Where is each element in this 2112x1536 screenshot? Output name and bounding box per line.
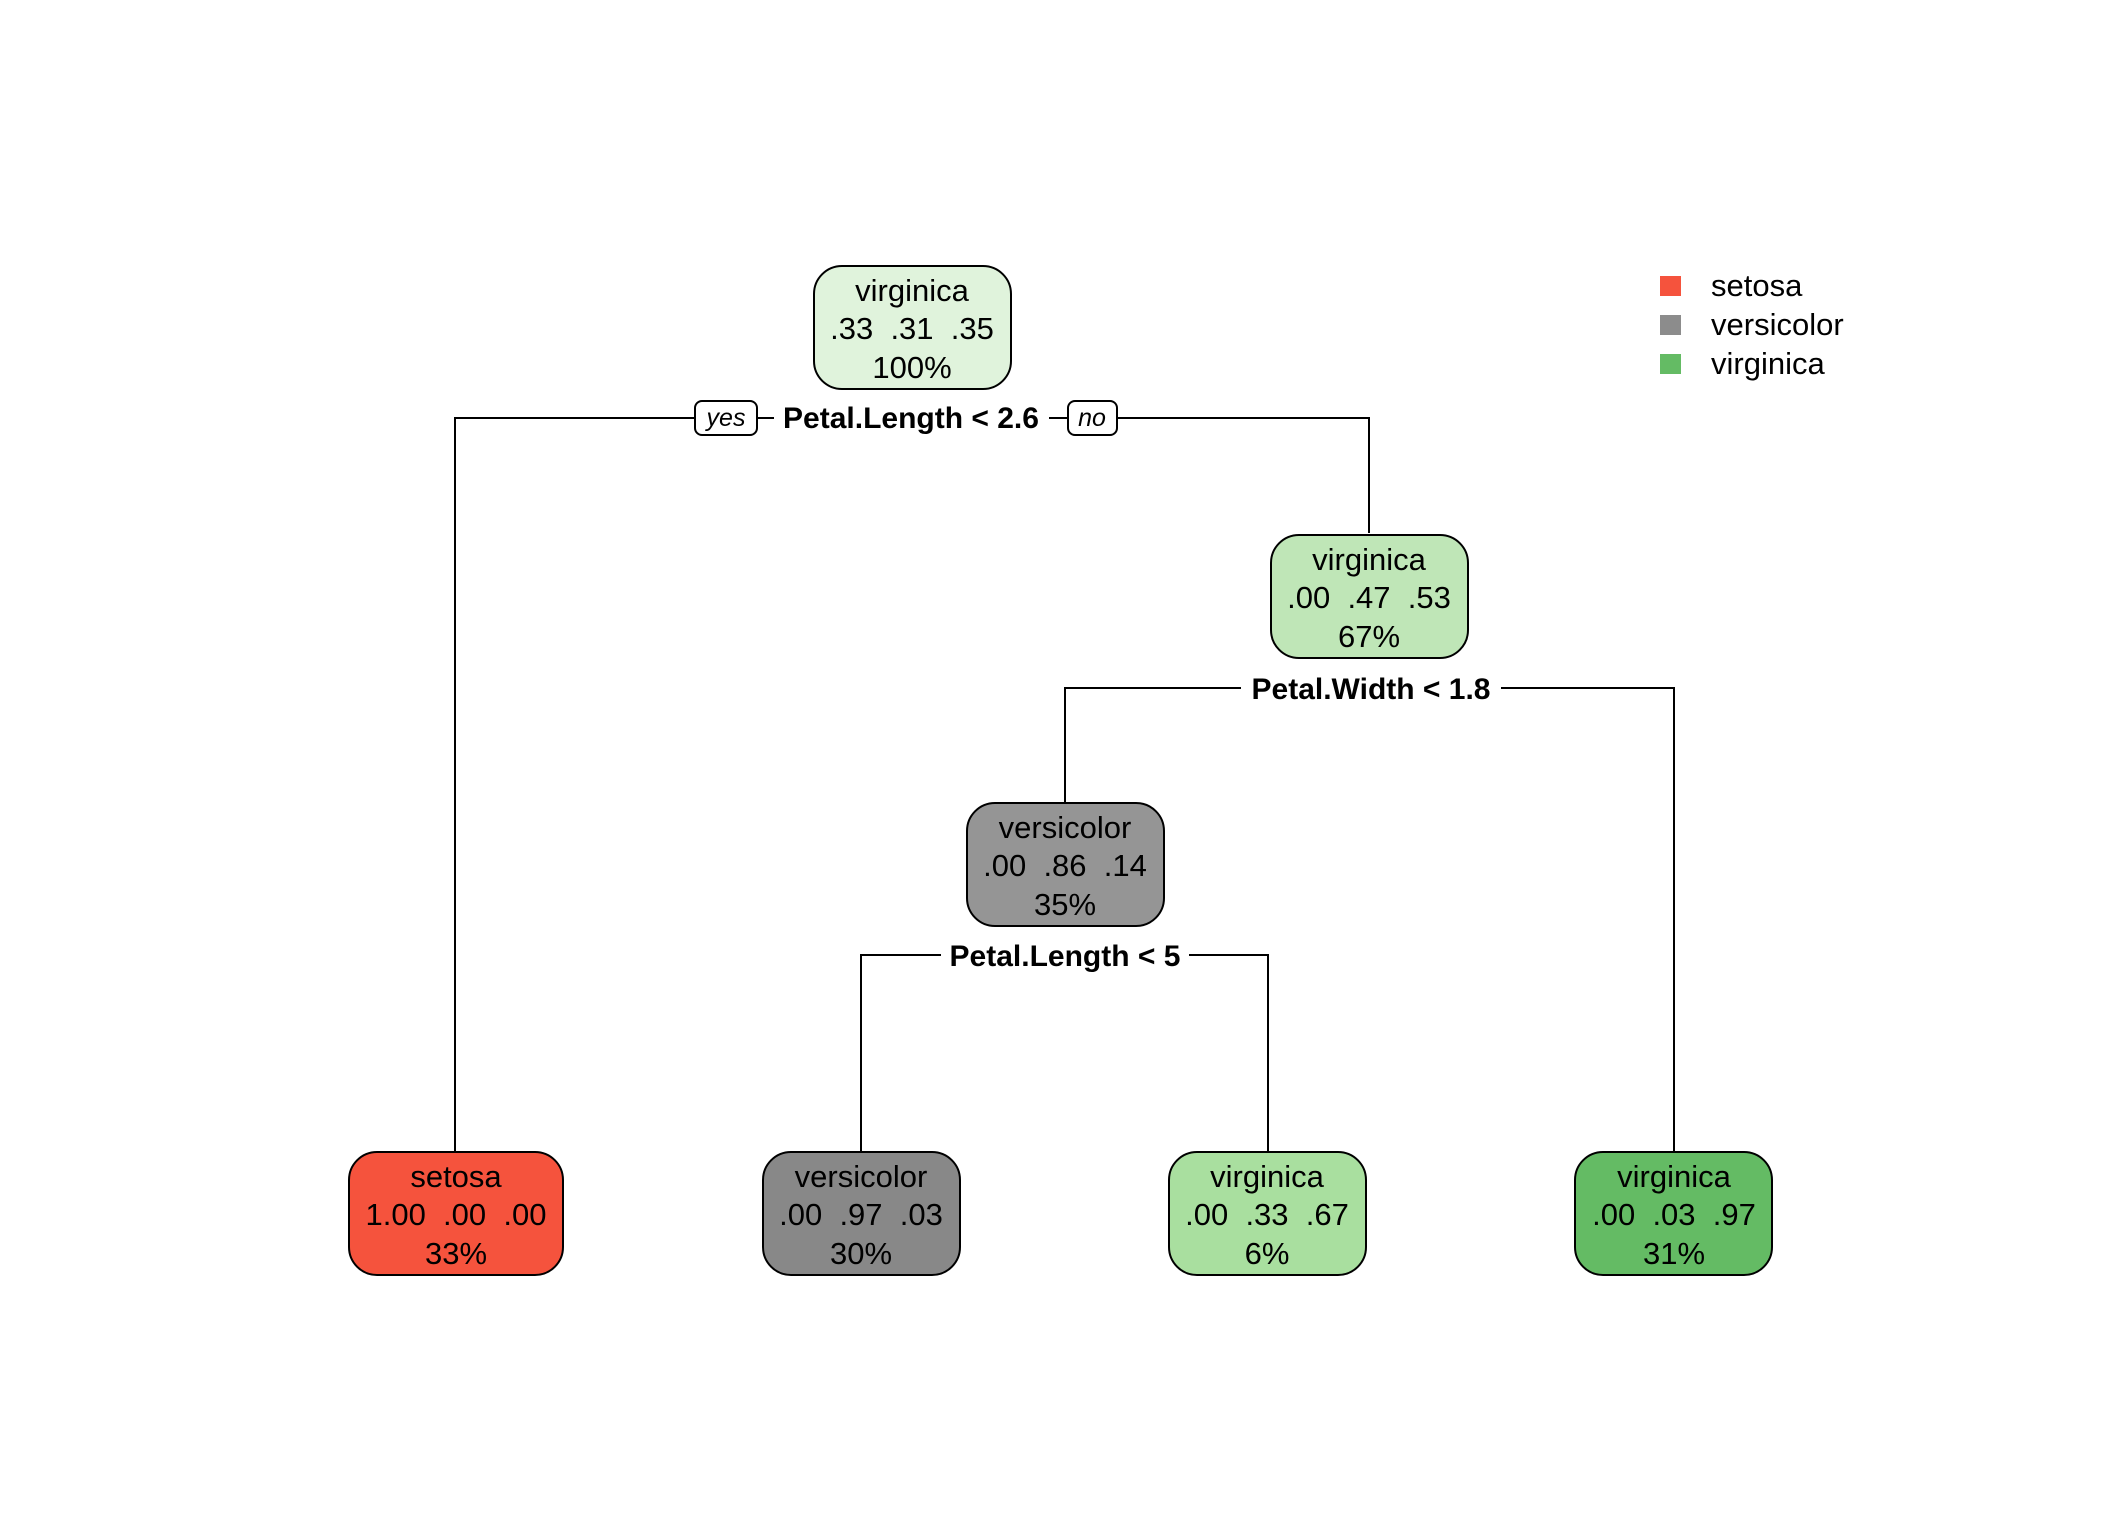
edge-mid-to-leaf3 <box>1189 954 1269 1153</box>
node-right: virginica .00 .47 .53 67% <box>1270 534 1469 659</box>
legend-swatch-setosa <box>1660 276 1681 296</box>
tree-edges <box>454 417 1675 1153</box>
node-right-class: virginica <box>1312 542 1426 577</box>
legend-swatch-virginica <box>1660 354 1681 374</box>
edge-root-to-setosa <box>454 417 695 1153</box>
legend-label-versicolor: versicolor <box>1711 307 1844 342</box>
yes-label-text: yes <box>705 404 746 432</box>
leaf2-probs: .00 .97 .03 <box>779 1197 943 1232</box>
split-label-root: Petal.Length < 2.6 <box>783 402 1039 435</box>
legend-label-virginica: virginica <box>1711 346 1825 381</box>
legend-swatch-versicolor <box>1660 315 1681 335</box>
leaf3-box <box>1168 1151 1367 1276</box>
leaf-node-versicolor: versicolor .00 .97 .03 30% <box>762 1151 961 1276</box>
split-label-mid: Petal.Length < 5 <box>950 940 1181 973</box>
edge-right-to-leaf4 <box>1501 687 1675 1153</box>
leaf1-box <box>348 1151 564 1276</box>
node-right-probs: .00 .47 .53 <box>1287 580 1451 615</box>
node-root-probs: .33 .31 .35 <box>830 311 994 346</box>
leaf2-class: versicolor <box>795 1159 928 1194</box>
node-mid-pct: 35% <box>1034 887 1096 922</box>
leaf2-pct: 30% <box>830 1236 892 1271</box>
leaf3-class: virginica <box>1210 1159 1324 1194</box>
yes-branch-label: yes <box>694 400 758 436</box>
node-root-class: virginica <box>855 273 969 308</box>
leaf4-probs: .00 .03 .97 <box>1592 1197 1756 1232</box>
leaf1-probs: 1.00 .00 .00 <box>366 1197 547 1232</box>
node-root: virginica .33 .31 .35 100% <box>813 265 1012 390</box>
leaf3-probs: .00 .33 .67 <box>1185 1197 1349 1232</box>
legend: setosa versicolor virginica <box>1660 268 1844 381</box>
legend-label-setosa: setosa <box>1711 268 1803 303</box>
leaf-node-setosa: setosa 1.00 .00 .00 33% <box>348 1151 564 1276</box>
leaf1-pct: 33% <box>425 1236 487 1271</box>
node-mid-box <box>966 802 1165 927</box>
no-label-text: no <box>1078 404 1106 432</box>
node-mid: versicolor .00 .86 .14 35% <box>966 802 1165 927</box>
edge-right-to-mid <box>1064 687 1241 802</box>
leaf-node-virginica-dark: virginica .00 .03 .97 31% <box>1574 1151 1773 1276</box>
leaf3-pct: 6% <box>1245 1236 1290 1271</box>
leaf4-pct: 31% <box>1643 1236 1705 1271</box>
leaf2-box <box>762 1151 961 1276</box>
leaf-node-virginica-light: virginica .00 .33 .67 6% <box>1168 1151 1367 1276</box>
leaf4-box <box>1574 1151 1773 1276</box>
node-root-box <box>813 265 1012 390</box>
node-root-pct: 100% <box>872 350 951 385</box>
leaf4-class: virginica <box>1617 1159 1731 1194</box>
edge-mid-to-leaf2 <box>860 954 941 1153</box>
split-label-right: Petal.Width < 1.8 <box>1252 673 1491 706</box>
no-branch-label: no <box>1067 400 1118 436</box>
node-right-pct: 67% <box>1338 619 1400 654</box>
node-mid-class: versicolor <box>999 810 1132 845</box>
leaf1-class: setosa <box>410 1159 502 1194</box>
node-mid-probs: .00 .86 .14 <box>983 848 1147 883</box>
edge-root-to-right <box>1117 417 1370 533</box>
node-right-box <box>1270 534 1469 659</box>
